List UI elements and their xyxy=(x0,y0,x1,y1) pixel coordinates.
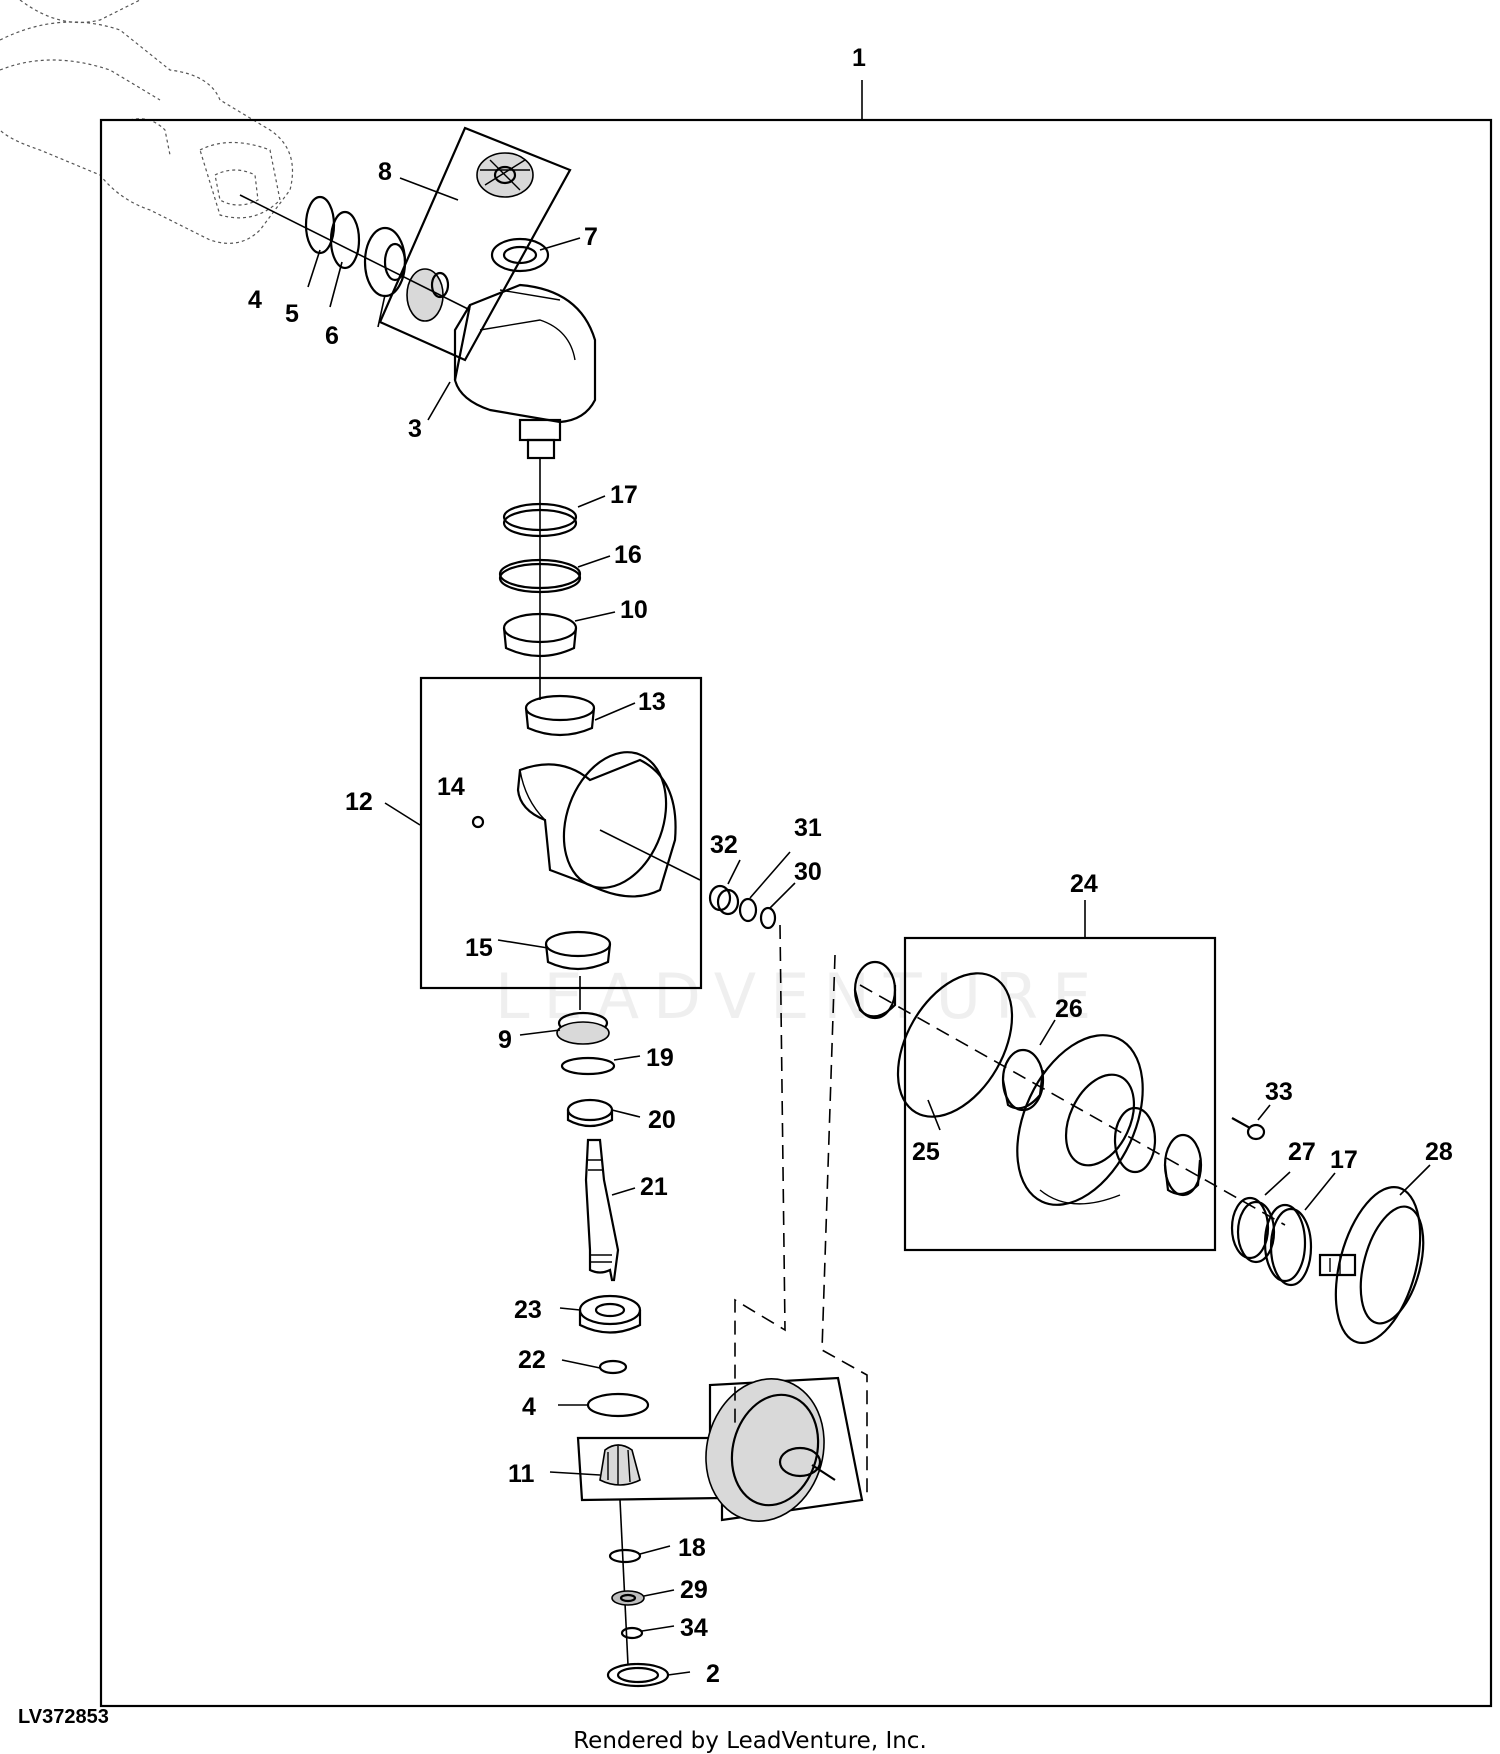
callout-17-upper: 17 xyxy=(610,481,638,509)
callout-34: 34 xyxy=(680,1614,708,1642)
callout-11: 11 xyxy=(508,1460,535,1488)
bearing-cup-15 xyxy=(544,930,612,971)
callout-21: 21 xyxy=(640,1173,668,1201)
washer-18 xyxy=(608,1548,642,1564)
callout-25: 25 xyxy=(912,1138,940,1166)
snap-ring-4-lower xyxy=(586,1392,650,1418)
swivel-housing-3 xyxy=(453,283,597,460)
group-box-24 xyxy=(903,936,1217,1252)
snap-ring-22 xyxy=(598,1359,628,1375)
group-outline-11 xyxy=(576,1376,864,1522)
axis-housing-12 xyxy=(599,829,701,881)
dashed-path-left xyxy=(734,924,786,1430)
callout-1: 1 xyxy=(852,44,866,72)
washer-31 xyxy=(738,897,758,923)
leader-lines xyxy=(307,177,1431,1676)
ring-gear-differential xyxy=(705,1378,836,1522)
callout-15: 15 xyxy=(465,934,493,962)
callout-5: 5 xyxy=(285,300,299,328)
seal-17-lower xyxy=(1263,1203,1313,1287)
callout-31: 31 xyxy=(794,814,822,842)
bearing-6 xyxy=(363,226,407,298)
o-ring-16 xyxy=(498,558,582,594)
nut-20 xyxy=(566,1098,614,1128)
callout-10: 10 xyxy=(620,596,648,624)
callout-33: 33 xyxy=(1265,1078,1293,1106)
bolt-33 xyxy=(1231,1117,1266,1141)
group-outline-8 xyxy=(378,126,572,362)
ring-5 xyxy=(329,210,361,270)
bevel-gear-8-upper xyxy=(476,152,534,198)
o-ring-34 xyxy=(620,1626,644,1640)
callout-27: 27 xyxy=(1288,1138,1316,1166)
callout-17-lower: 17 xyxy=(1330,1146,1358,1174)
callout-30: 30 xyxy=(794,858,822,886)
callout-8: 8 xyxy=(378,158,392,186)
bushing-32 xyxy=(708,884,740,916)
callout-24: 24 xyxy=(1070,870,1098,898)
bearing-7 xyxy=(490,237,550,273)
o-ring-25 xyxy=(896,972,1014,1118)
callout-22: 22 xyxy=(518,1346,546,1374)
callout-6: 6 xyxy=(325,322,339,350)
image-code: LV372853 xyxy=(18,1706,109,1728)
snap-ring-4-upper xyxy=(304,195,336,255)
callout-29: 29 xyxy=(680,1576,708,1604)
callout-3: 3 xyxy=(408,415,422,443)
axis-vertical-lower xyxy=(619,1499,629,1666)
callout-20: 20 xyxy=(648,1106,676,1134)
pinion-gear-11 xyxy=(599,1444,641,1486)
bevel-pinion-8-lower xyxy=(406,268,450,322)
drive-shaft-21 xyxy=(584,1138,620,1282)
assembly-frame xyxy=(99,118,1493,1708)
seal-17-upper xyxy=(502,502,578,538)
bearing-cup-13 xyxy=(524,694,596,737)
callout-9: 9 xyxy=(498,1026,512,1054)
callout-23: 23 xyxy=(514,1296,542,1324)
axis-upper xyxy=(239,194,471,311)
callout-32: 32 xyxy=(710,831,738,859)
plug-14 xyxy=(471,815,485,829)
watermark: LEADVENTURE xyxy=(495,960,1106,1033)
group-box-12 xyxy=(419,676,703,990)
seal-29 xyxy=(611,1590,645,1606)
callout-4-lower: 4 xyxy=(522,1393,536,1421)
seal-27 xyxy=(1230,1196,1276,1264)
bearing-cup-10 xyxy=(502,612,578,658)
seal-large-outside-24 xyxy=(853,960,897,1020)
callout-12: 12 xyxy=(345,788,373,816)
axle-housing-ghost xyxy=(0,0,294,244)
callout-28: 28 xyxy=(1425,1138,1453,1166)
hub-carrier-24 xyxy=(1016,1034,1157,1206)
callout-labels: 1 8 7 4 5 6 3 17 16 10 13 12 14 15 32 31… xyxy=(248,44,1453,1688)
callout-4-upper: 4 xyxy=(248,286,262,314)
callout-7: 7 xyxy=(584,223,598,251)
callout-18: 18 xyxy=(678,1534,706,1562)
cap-2 xyxy=(606,1662,670,1688)
callout-19: 19 xyxy=(646,1044,674,1072)
bearing-cone-9 xyxy=(556,1011,610,1045)
dashed-path-right xyxy=(821,954,868,1500)
seal-30 xyxy=(759,906,777,930)
callout-16: 16 xyxy=(614,541,642,569)
callout-2: 2 xyxy=(706,1660,720,1688)
bearing-cup-26 xyxy=(1001,1048,1045,1112)
callout-14: 14 xyxy=(437,773,465,801)
bearing-cup-inner-24 xyxy=(1163,1133,1203,1197)
footer-credit: Rendered by LeadVenture, Inc. xyxy=(573,1728,927,1754)
lock-washer-19 xyxy=(560,1056,616,1076)
callout-13: 13 xyxy=(638,688,666,716)
axle-flange-28 xyxy=(1318,1186,1425,1344)
axis-hub xyxy=(859,984,1286,1226)
bearing-23 xyxy=(578,1294,642,1334)
callout-26: 26 xyxy=(1055,995,1083,1023)
gear-housing-12 xyxy=(516,751,677,898)
